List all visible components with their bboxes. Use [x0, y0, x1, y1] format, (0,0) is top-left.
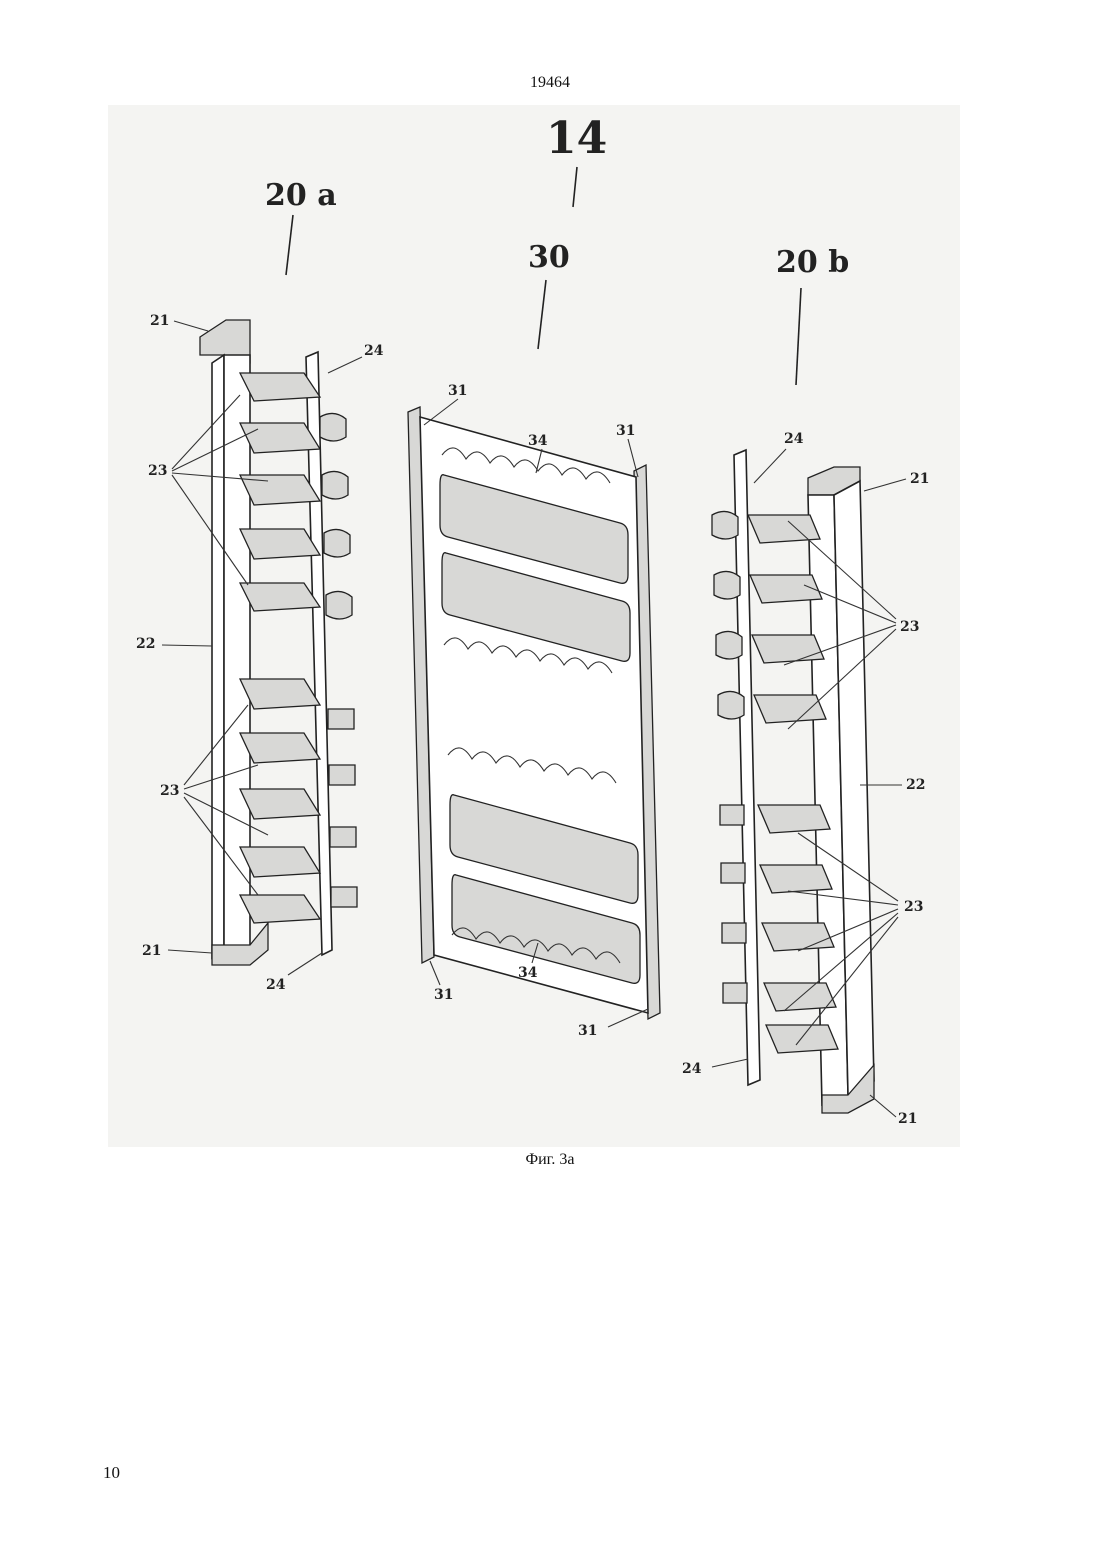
rail-20a — [200, 320, 357, 965]
page-number: 10 — [103, 1463, 120, 1483]
label-rail-a: 20 a — [265, 178, 337, 213]
hook-right-2 — [750, 575, 822, 603]
hook-left-5 — [240, 583, 320, 611]
label-assembly: 14 — [546, 113, 607, 164]
leader-rail-a — [286, 215, 293, 275]
label-edge-rod-bottom-right: 31 — [578, 1023, 597, 1039]
hook-right-1 — [748, 515, 820, 543]
label-edge-rod-bottom-left: 31 — [434, 987, 453, 1003]
hook-left-8 — [240, 789, 320, 819]
hook-left-6 — [240, 679, 320, 709]
panel-30 — [408, 407, 660, 1019]
hook-right-6 — [760, 865, 832, 893]
rail-20b — [712, 450, 874, 1113]
hook-left-7 — [240, 733, 320, 763]
patent-figure: 14 20 a 30 20 b — [108, 105, 960, 1147]
hook-right-7 — [762, 923, 834, 951]
label-hook-upper-left: 23 — [148, 463, 167, 479]
label-hook-lower-right: 23 — [904, 899, 923, 915]
hook-right-9 — [766, 1025, 838, 1053]
label-clip-bar-bottom-right: 24 — [682, 1061, 702, 1077]
leader-assembly — [573, 167, 577, 207]
figure-drawing: 14 20 a 30 20 b — [108, 105, 960, 1147]
label-clip-bar-top-right: 24 — [784, 431, 804, 447]
label-panel: 30 — [528, 240, 570, 275]
label-end-cap-top-left: 21 — [150, 313, 169, 329]
leader-rail-b — [796, 288, 801, 385]
beam-left — [212, 355, 224, 958]
label-edge-rod-top-left: 31 — [448, 383, 467, 399]
hook-left-10 — [240, 895, 320, 923]
document-number: 19464 — [0, 74, 1100, 92]
label-hook-lower-left: 23 — [160, 783, 179, 799]
figure-caption: Фиг. 3а — [0, 1151, 1100, 1169]
label-end-cap-top-right: 21 — [910, 471, 929, 487]
label-edge-rod-top-right: 31 — [616, 423, 635, 439]
label-clip-bar-top-left: 24 — [364, 343, 384, 359]
hook-left-4 — [240, 529, 320, 559]
label-beam-right: 22 — [906, 777, 925, 793]
label-rail-b: 20 b — [776, 245, 849, 280]
label-end-cap-bottom-left: 21 — [142, 943, 161, 959]
label-end-cap-bottom-right: 21 — [898, 1111, 917, 1127]
hook-right-4 — [754, 695, 826, 723]
label-saddle-top: 34 — [528, 433, 548, 449]
leader-panel — [538, 280, 546, 349]
label-hook-upper-right: 23 — [900, 619, 919, 635]
hook-right-3 — [752, 635, 824, 663]
label-beam-left: 22 — [136, 636, 155, 652]
hook-left-9 — [240, 847, 320, 877]
label-saddle-bottom: 34 — [518, 965, 538, 981]
hook-right-5 — [758, 805, 830, 833]
label-clip-bar-bottom-left: 24 — [266, 977, 286, 993]
